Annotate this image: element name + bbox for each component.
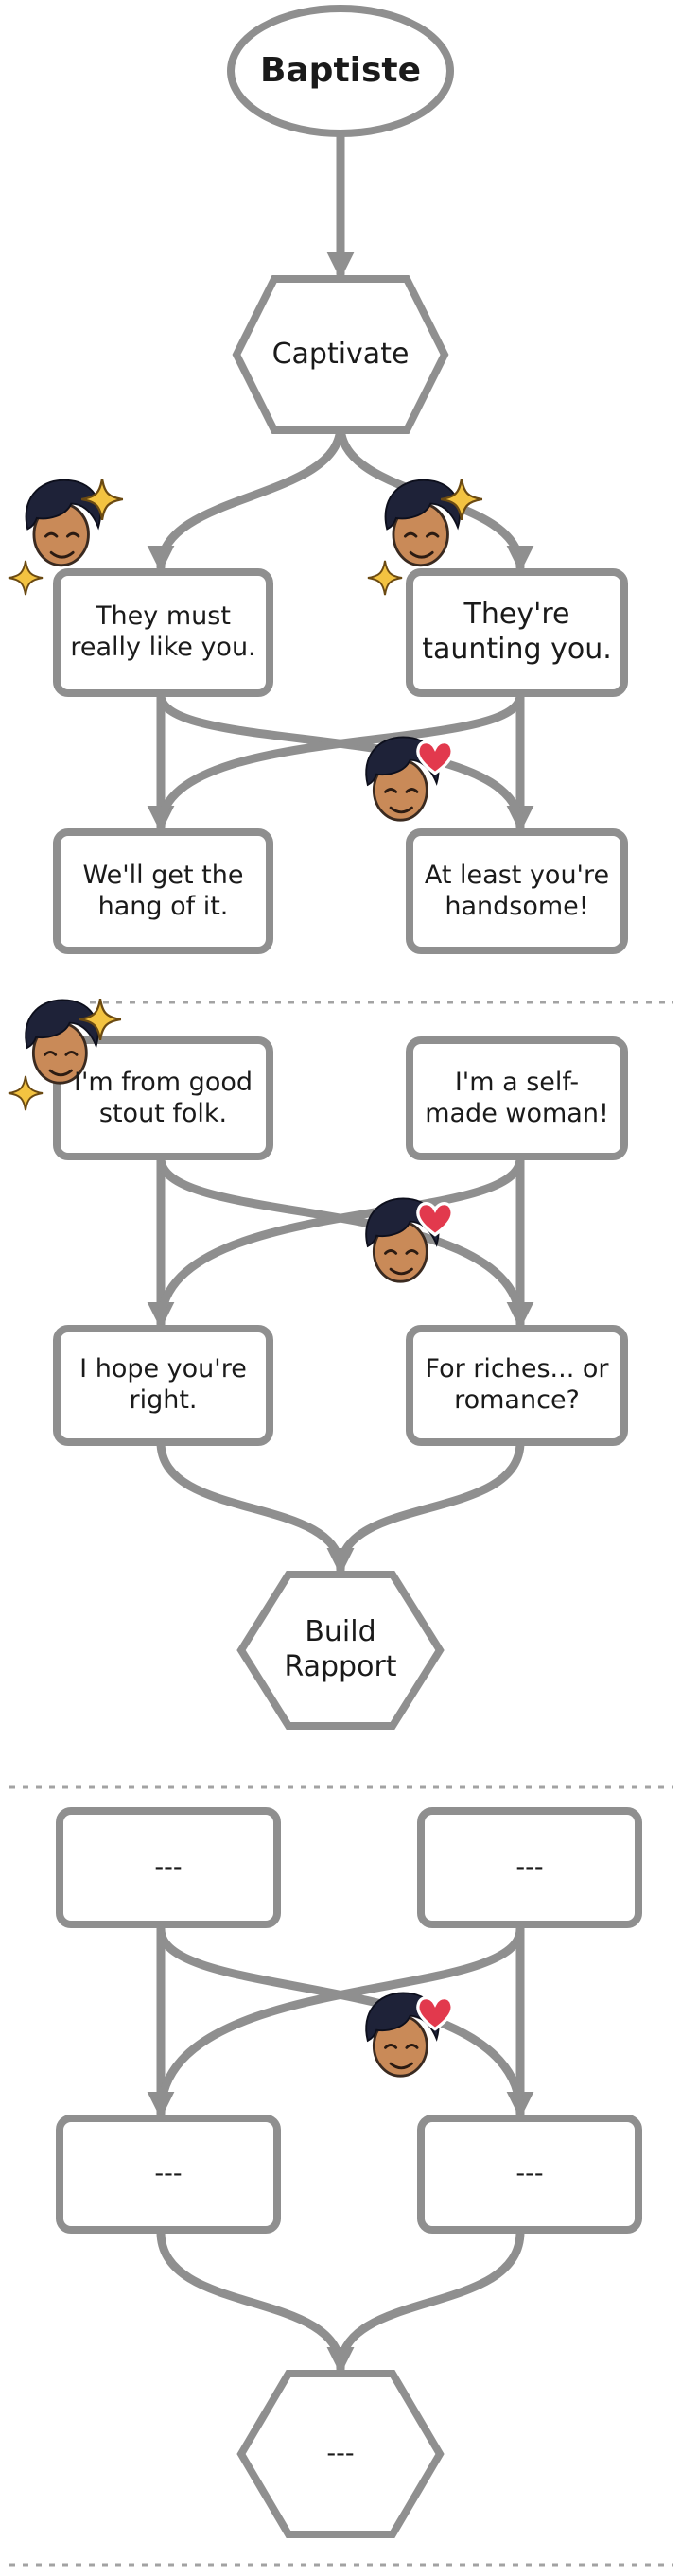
outcome-node: [406, 828, 628, 954]
result-node: [236, 2370, 445, 2538]
connector: [156, 1924, 525, 2118]
character-heart-icon: [364, 736, 454, 822]
response-label[interactable]: I'm a self- made woman!: [425, 1067, 609, 1128]
response-label[interactable]: ---: [154, 1852, 183, 1882]
result-node: [236, 1571, 445, 1730]
connector: [156, 1437, 355, 1575]
response-label[interactable]: ---: [515, 1852, 544, 1882]
connector: [156, 690, 525, 832]
start-node: [227, 5, 454, 137]
connector: [156, 1154, 525, 1329]
response-node: [406, 1036, 628, 1160]
response-label[interactable]: I'm from good stout folk.: [74, 1067, 253, 1128]
response-label[interactable]: They must really like you.: [70, 601, 256, 662]
outcome-node: [417, 2115, 642, 2234]
character-heart-icon: [364, 1992, 454, 2078]
response-node: [56, 1807, 281, 1928]
outcome-label: We'll get the hang of it.: [82, 860, 244, 921]
connector: [147, 421, 345, 573]
outcome-label: ---: [154, 2158, 183, 2188]
outcome-label: For riches... or romance?: [425, 1354, 609, 1415]
response-label[interactable]: They're taunting you.: [422, 598, 612, 666]
connector: [156, 690, 525, 832]
action-label: Captivate: [271, 337, 410, 371]
connector: [156, 2227, 355, 2375]
result-label: ---: [326, 2438, 355, 2468]
result-label: Build Rapport: [284, 1615, 397, 1683]
connector: [326, 2227, 525, 2375]
outcome-label: At least you're handsome!: [424, 860, 610, 921]
response-node: [406, 568, 628, 697]
response-node: [53, 568, 273, 697]
response-node: [53, 1036, 273, 1160]
connector: [156, 1924, 525, 2118]
action-node: [232, 275, 449, 434]
outcome-node: [53, 1325, 273, 1446]
outcome-node: [53, 828, 273, 954]
outcome-node: [56, 2115, 281, 2234]
outcome-label: I hope you're right.: [79, 1354, 247, 1415]
outcome-node: [406, 1325, 628, 1446]
start-label: Baptiste: [259, 51, 422, 91]
outcome-label: ---: [515, 2158, 544, 2188]
response-node: [417, 1807, 642, 1928]
connector: [156, 1154, 525, 1329]
connector: [326, 1437, 525, 1575]
